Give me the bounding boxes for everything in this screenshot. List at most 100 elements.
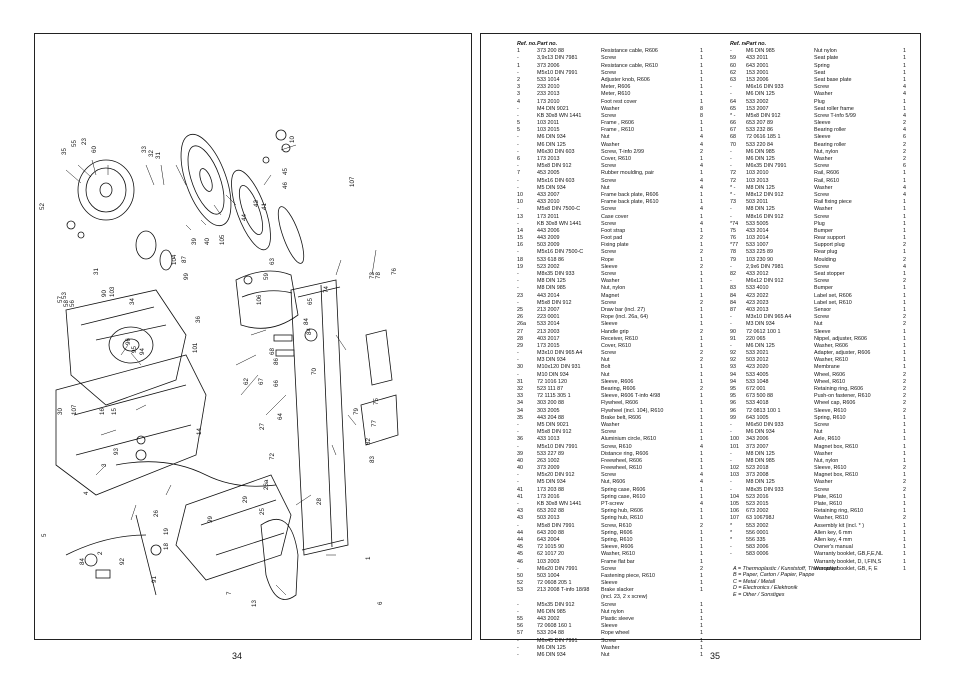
- part-number-cell: 443 2014: [537, 292, 560, 299]
- callout-number: 84: [79, 558, 86, 565]
- callout-number: 95: [131, 346, 138, 353]
- quantity-cell: 1: [903, 472, 906, 479]
- part-number-cell: M8 DIN 985: [537, 285, 566, 292]
- description-cell: Magnet box, R610: [814, 443, 859, 450]
- description-cell: Seat: [814, 69, 826, 76]
- part-number-cell: 433 2012: [746, 271, 769, 277]
- part-number-cell: M5x16 DIN 7500-C: [537, 249, 584, 256]
- ref-cell: 83: [730, 285, 736, 292]
- ref-cell: 19: [517, 263, 523, 270]
- parts-list-frame: [480, 33, 921, 640]
- part-number-cell: 373 2008: [746, 472, 769, 479]
- part-number-cell: 103 2003: [537, 558, 560, 565]
- description-cell: Seat roller frame: [814, 105, 854, 112]
- part-number-cell: M10 DIN 934: [537, 371, 569, 378]
- ref-cell: 105: [730, 501, 739, 507]
- ref-cell: 2: [517, 76, 520, 83]
- ref-cell: 35: [517, 414, 523, 421]
- callout-number: 103: [109, 286, 116, 297]
- part-number-cell: 153 2007: [746, 105, 769, 112]
- ref-cell: 36: [517, 436, 523, 443]
- callout-number: 92: [119, 558, 126, 565]
- description-cell: Spring case, R610: [601, 493, 646, 500]
- ref-cell: -: [517, 522, 519, 529]
- part-number-cell: 643 1005: [746, 414, 769, 421]
- description-cell: Screw: [601, 69, 616, 76]
- callout-number: 68: [269, 348, 276, 355]
- part-number-cell: M4 DIN 9021: [537, 105, 569, 112]
- description-cell: Nut, nylon: [814, 148, 839, 155]
- quantity-cell: 2: [700, 263, 703, 270]
- ref-cell: 78: [730, 249, 736, 256]
- ref-cell: -: [730, 457, 732, 464]
- ref-cell: -: [517, 637, 519, 644]
- part-number-cell: M6 DIN 125: [537, 644, 566, 651]
- part-number-cell: 303 200 88: [537, 400, 564, 407]
- description-cell: PT-screw: [601, 501, 624, 507]
- quantity-cell: 1: [903, 249, 906, 256]
- quantity-cell: 1: [903, 529, 906, 536]
- ref-cell: 93: [730, 364, 736, 371]
- quantity-cell: 1: [903, 443, 906, 450]
- quantity-cell: 4: [700, 184, 703, 191]
- ref-cell: 45: [517, 551, 523, 558]
- callout-number: 104: [171, 254, 178, 265]
- part-number-cell: 533 225 89: [746, 249, 773, 256]
- callout-number: 70: [311, 368, 318, 375]
- ref-cell: -: [517, 350, 519, 357]
- ref-cell: 4: [517, 98, 520, 105]
- description-cell: Rail fixing piece: [814, 199, 852, 206]
- part-number-cell: M6x35 DIN 7991: [746, 163, 787, 170]
- part-number-cell: M8 DIN 125: [537, 278, 566, 285]
- ref-cell: -: [517, 299, 519, 306]
- description-cell: Screw: [814, 421, 829, 428]
- part-number-cell: 533 5005: [746, 220, 769, 227]
- description-cell: Seat plate: [814, 55, 839, 62]
- description-cell: Push-on fastener, R610: [814, 393, 871, 400]
- part-number-cell: 533 4018: [746, 400, 769, 407]
- ref-cell: 53: [517, 587, 523, 594]
- part-number-cell: 443 2009: [537, 235, 560, 242]
- callout-number: 56: [69, 300, 76, 307]
- callout-number: 84: [303, 318, 310, 325]
- part-number-cell: 173 2015: [537, 342, 560, 349]
- ref-cell: 25: [517, 306, 523, 313]
- part-number-cell: 443 204 88: [537, 414, 564, 421]
- quantity-cell: 1: [700, 623, 703, 630]
- part-number-cell: 503 2009: [537, 242, 560, 249]
- description-cell: Sleeve: [814, 328, 831, 335]
- part-number-cell: M8 DIN 125: [746, 184, 775, 191]
- ref-cell: 32: [517, 386, 523, 392]
- description-cell: Sleeve, R606 T-info 4/98: [601, 393, 661, 400]
- ref-cell: -: [730, 263, 732, 270]
- quantity-cell: 1: [700, 84, 703, 91]
- part-number-cell: M3x10 DIN 965 A4: [746, 314, 792, 321]
- description-cell: Screw: [814, 191, 829, 198]
- ref-cell: -: [730, 314, 732, 321]
- quantity-cell: 2: [700, 235, 703, 242]
- ref-cell: -: [730, 84, 732, 91]
- description-cell: Screw: [601, 299, 616, 306]
- quantity-cell: 8: [700, 105, 703, 112]
- callout-number: 46: [282, 182, 289, 189]
- part-number-cell: 533 2002: [746, 98, 769, 105]
- callout-number: 64: [277, 413, 284, 420]
- description-cell: Distance ring, R606: [601, 450, 649, 457]
